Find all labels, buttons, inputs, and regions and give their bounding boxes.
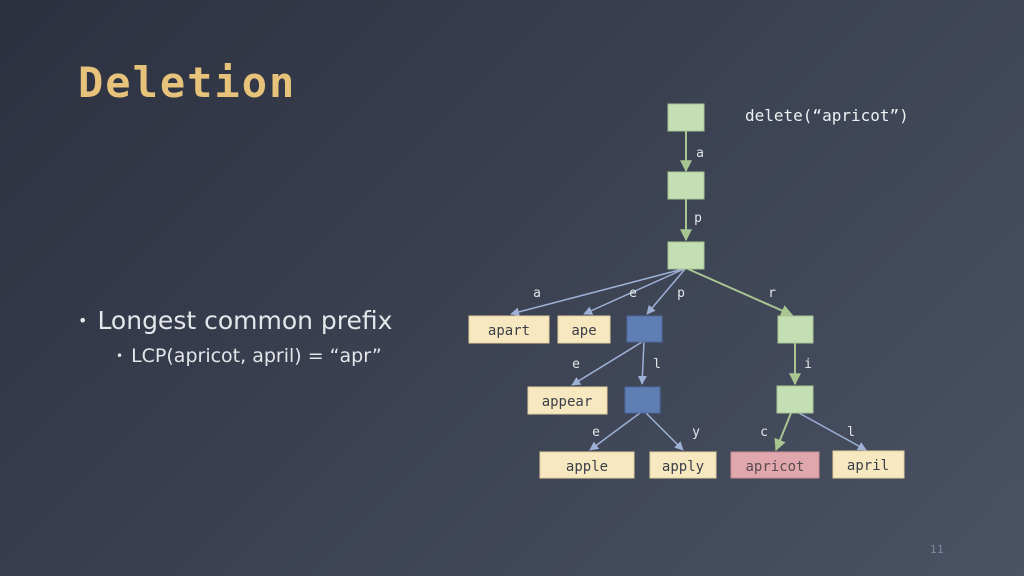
leaf-ape: ape <box>571 323 596 339</box>
leaf-box-april <box>832 450 905 479</box>
bullet-dot-icon: • <box>116 349 124 363</box>
edge-label: l <box>847 425 855 440</box>
edge-pp-appear <box>571 341 643 386</box>
trie-node-app <box>626 315 663 343</box>
leaf-box-apricot-deleted <box>730 451 820 479</box>
edge-pri-april <box>798 412 867 451</box>
edge-label: c <box>760 425 768 440</box>
edge-label: a <box>696 146 704 161</box>
trie-node-appl <box>624 386 661 414</box>
leaf-box-appear <box>527 386 608 415</box>
leaf-box-apply <box>649 451 717 479</box>
edge-label: i <box>804 357 812 372</box>
edge-p-ape <box>583 268 685 315</box>
edge-p-pr <box>687 268 794 317</box>
slide-title: Deletion <box>78 58 297 107</box>
leaf-apricot: apricot <box>745 459 804 475</box>
bullet-dot-icon: • <box>78 311 88 330</box>
edge-label: a <box>533 286 541 301</box>
leaf-box-ape <box>557 315 611 344</box>
edge-pri-apricot <box>774 412 792 452</box>
trie-node-a <box>667 171 705 200</box>
trie-node-apri <box>776 385 814 414</box>
edge-ppl-apple <box>589 412 641 451</box>
bullet-sub: • LCP(apricot, april) = “apr” <box>116 345 392 367</box>
page-number: 11 <box>930 543 944 556</box>
edge-label: l <box>653 357 661 372</box>
leaf-apart: apart <box>488 323 530 339</box>
edge-label: p <box>677 286 685 301</box>
edge-label: e <box>572 357 580 372</box>
leaf-april: april <box>847 458 889 474</box>
edge-label: e <box>629 286 637 301</box>
leaf-box-apart <box>468 315 550 344</box>
edge-p-apart <box>510 268 684 317</box>
bullet-main-text: Longest common prefix <box>97 306 393 335</box>
leaf-apply: apply <box>662 459 704 475</box>
edge-label: r <box>768 286 776 301</box>
trie-node-ap <box>667 241 705 270</box>
bullet-list: • Longest common prefix • LCP(apricot, a… <box>78 306 392 367</box>
leaf-appear: appear <box>542 394 593 410</box>
bullet-main: • Longest common prefix <box>78 306 392 335</box>
delete-command: delete(“apricot”) <box>745 106 909 125</box>
bullet-sub-text: LCP(apricot, april) = “apr” <box>131 345 382 367</box>
trie-node-apr <box>777 315 814 344</box>
edge-pp-ppl <box>637 341 647 385</box>
edge-p-pp <box>646 268 686 315</box>
edge-label: y <box>692 425 700 440</box>
leaf-apple: apple <box>566 459 608 475</box>
trie-node-root <box>667 103 705 132</box>
edge-ppl-apply <box>645 412 684 451</box>
edge-label: p <box>694 211 702 226</box>
leaf-box-apple <box>539 451 635 479</box>
edge-label: e <box>592 425 600 440</box>
